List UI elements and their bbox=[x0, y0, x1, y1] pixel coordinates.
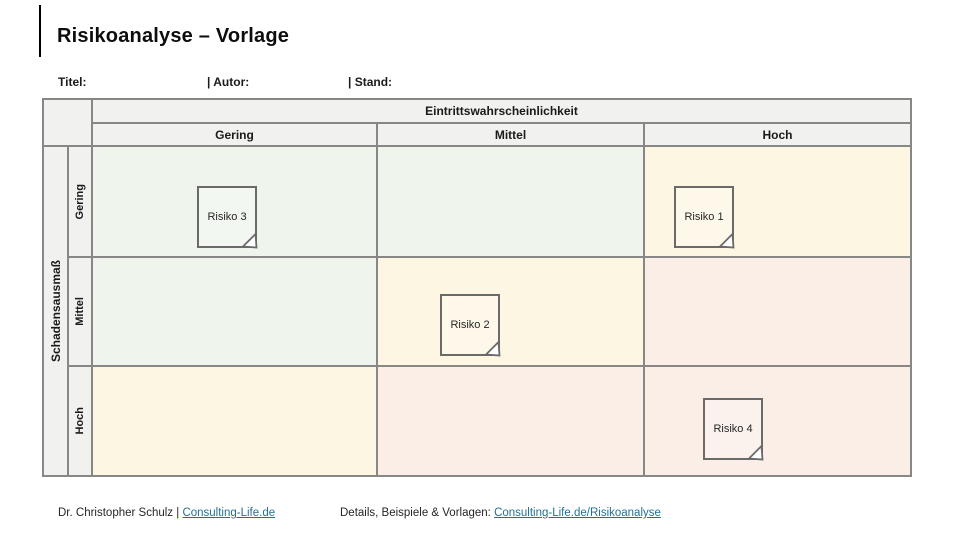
column-header-mittel: Mittel bbox=[378, 124, 645, 147]
risk-note-label: Risiko 3 bbox=[207, 211, 247, 223]
matrix-corner-cell bbox=[44, 100, 93, 147]
risk-matrix: Eintrittswahrscheinlichkeit Gering Mitte… bbox=[42, 98, 912, 477]
folded-corner-icon bbox=[748, 445, 764, 461]
impact-axis-label: Schadensausmaß bbox=[48, 259, 63, 363]
risk-note-label: Risiko 2 bbox=[450, 319, 490, 331]
matrix-cell-hoch-gering bbox=[93, 367, 378, 475]
risk-note-risiko-2[interactable]: Risiko 2 bbox=[440, 294, 501, 357]
row-header-gering-label: Gering bbox=[74, 183, 86, 220]
matrix-cell-gering-gering bbox=[93, 147, 378, 258]
column-header-hoch: Hoch bbox=[645, 124, 910, 147]
row-header-mittel: Mittel bbox=[69, 258, 93, 367]
folded-corner-icon bbox=[242, 233, 258, 249]
titel-label: Titel: bbox=[58, 75, 87, 89]
column-header-gering: Gering bbox=[93, 124, 378, 147]
folded-corner-icon bbox=[485, 341, 501, 357]
matrix-cell-gering-hoch bbox=[645, 147, 910, 258]
page-title: Risikoanalyse – Vorlage bbox=[57, 25, 290, 47]
title-accent-bar bbox=[39, 5, 41, 57]
footer-details-text: Details, Beispiele & Vorlagen: bbox=[340, 507, 495, 519]
matrix-cell-gering-mittel bbox=[378, 147, 645, 258]
footer-details: Details, Beispiele & Vorlagen: Consultin… bbox=[340, 507, 661, 519]
impact-axis-header: Schadensausmaß bbox=[44, 147, 69, 475]
matrix-cell-hoch-mittel bbox=[378, 367, 645, 475]
row-header-hoch-label: Hoch bbox=[74, 407, 86, 435]
matrix-cell-mittel-hoch bbox=[645, 258, 910, 367]
matrix-cell-mittel-mittel bbox=[378, 258, 645, 367]
matrix-cell-hoch-hoch bbox=[645, 367, 910, 475]
folded-corner-icon bbox=[719, 233, 735, 249]
row-header-gering: Gering bbox=[69, 147, 93, 258]
risk-note-label: Risiko 4 bbox=[713, 423, 753, 435]
details-link[interactable]: Consulting-Life.de/Risikoanalyse bbox=[494, 507, 661, 519]
risk-note-risiko-3[interactable]: Risiko 3 bbox=[197, 186, 258, 249]
risk-note-risiko-4[interactable]: Risiko 4 bbox=[703, 398, 764, 461]
probability-axis-header: Eintrittswahrscheinlichkeit bbox=[93, 100, 910, 124]
row-header-hoch: Hoch bbox=[69, 367, 93, 475]
row-header-mittel-label: Mittel bbox=[74, 297, 86, 326]
risk-note-label: Risiko 1 bbox=[684, 211, 724, 223]
autor-label: | Autor: bbox=[207, 75, 250, 89]
footer-author: Dr. Christopher Schulz | Consulting-Life… bbox=[58, 507, 275, 519]
footer-author-text: Dr. Christopher Schulz | bbox=[58, 507, 183, 519]
matrix-cell-mittel-gering bbox=[93, 258, 378, 367]
stand-label: | Stand: bbox=[348, 75, 393, 89]
risk-note-risiko-1[interactable]: Risiko 1 bbox=[674, 186, 735, 249]
author-link[interactable]: Consulting-Life.de bbox=[182, 507, 276, 519]
